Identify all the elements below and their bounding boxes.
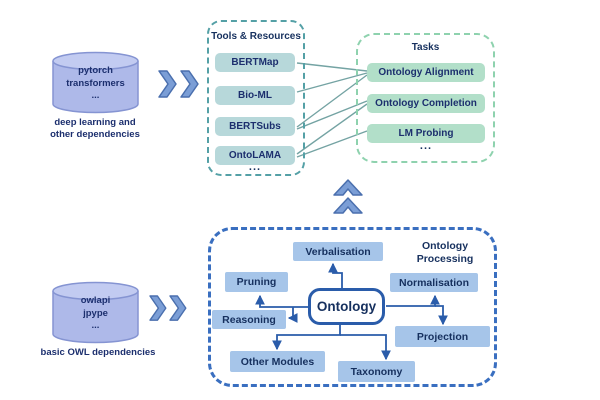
tasks-panel-title: Tasks [411,42,440,53]
tool-item-bioml: Bio-ML [215,86,295,105]
flow-chevrons-top-icon [158,70,199,98]
module-verbalisation: Verbalisation [293,242,383,261]
arrow-projection [435,305,448,326]
tool-item-bertmap: BERTMap [215,53,295,72]
ontology-processing-title: Ontology Processing [416,239,474,265]
processing-arrows [255,262,448,361]
module-taxonomy: Taxonomy [338,361,415,382]
tool-task-connectors [296,62,368,158]
tool-item-ontolama: OntoLAMA [215,146,295,165]
tasks-ellipsis: ... [419,140,433,152]
tasks-panel [356,33,495,163]
flow-chevrons-bottom-icon [149,295,187,321]
module-pruning: Pruning [225,272,288,292]
ontology-center-node: Ontology [308,288,385,325]
tool-item-bertsubs: BERTSubs [215,117,295,136]
deep-deps-caption: deep learning and other dependencies [50,117,140,140]
tools-ellipsis: ... [248,161,262,173]
arrow-reasoning [287,307,298,323]
owl-deps-caption: basic OWL dependencies [40,347,156,359]
task-item-ontology-completion: Ontology Completion [367,94,485,113]
task-item-lm-probing: LM Probing [367,124,485,143]
arrow-pruning [255,294,308,308]
arrow-taxonomy [340,334,391,361]
module-normalisation: Normalisation [390,273,478,292]
owl-deps-cylinder-label: owlapi jpype ... [80,295,111,332]
tools-panel [207,20,305,176]
module-other-modules: Other Modules [230,351,325,372]
deep-deps-cylinder [52,51,139,114]
module-reasoning: Reasoning [212,310,286,329]
module-projection: Projection [395,326,490,347]
arrow-other-modules [272,325,341,351]
up-chevrons-icon [333,179,363,214]
tools-panel-title: Tools & Resources [211,30,301,42]
owl-deps-cylinder [52,281,139,344]
arrow-verbalisation [328,262,343,288]
ontology-processing-panel [208,227,497,387]
deep-deps-cylinder-label: pytorch transformers ... [66,65,125,102]
task-item-ontology-alignment: Ontology Alignment [367,63,485,82]
